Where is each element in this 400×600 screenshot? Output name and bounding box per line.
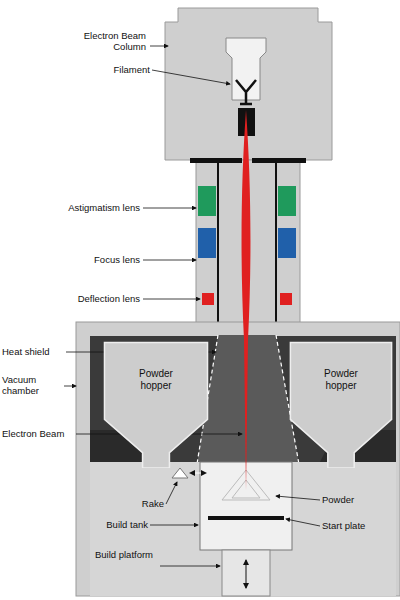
hopper-outline [100, 340, 212, 468]
part-label: Start plate [322, 520, 394, 531]
part-label: Build platform [90, 549, 158, 560]
part-label: Vacuum chamber [2, 374, 62, 396]
part-label: Rake [126, 498, 164, 509]
part-label: Build tank [84, 519, 148, 530]
part-label: Astigmatism lens [30, 202, 140, 213]
powder-hopper: Powder hopper [100, 340, 212, 468]
hopper-label: Powder hopper [309, 340, 373, 392]
part-label: Powder [322, 494, 392, 505]
part-label: Filament [96, 64, 150, 75]
powder-hopper: Powder hopper [286, 340, 396, 468]
hopper-outline [286, 340, 396, 468]
part-label: Deflection lens [50, 293, 140, 304]
hopper-label: Powder hopper [124, 340, 188, 392]
part-label: Heat shield [2, 346, 66, 357]
part-label: Electron Beam Column [70, 30, 146, 52]
part-label: Focus lens [70, 254, 140, 265]
part-label: Electron Beam [2, 428, 74, 439]
